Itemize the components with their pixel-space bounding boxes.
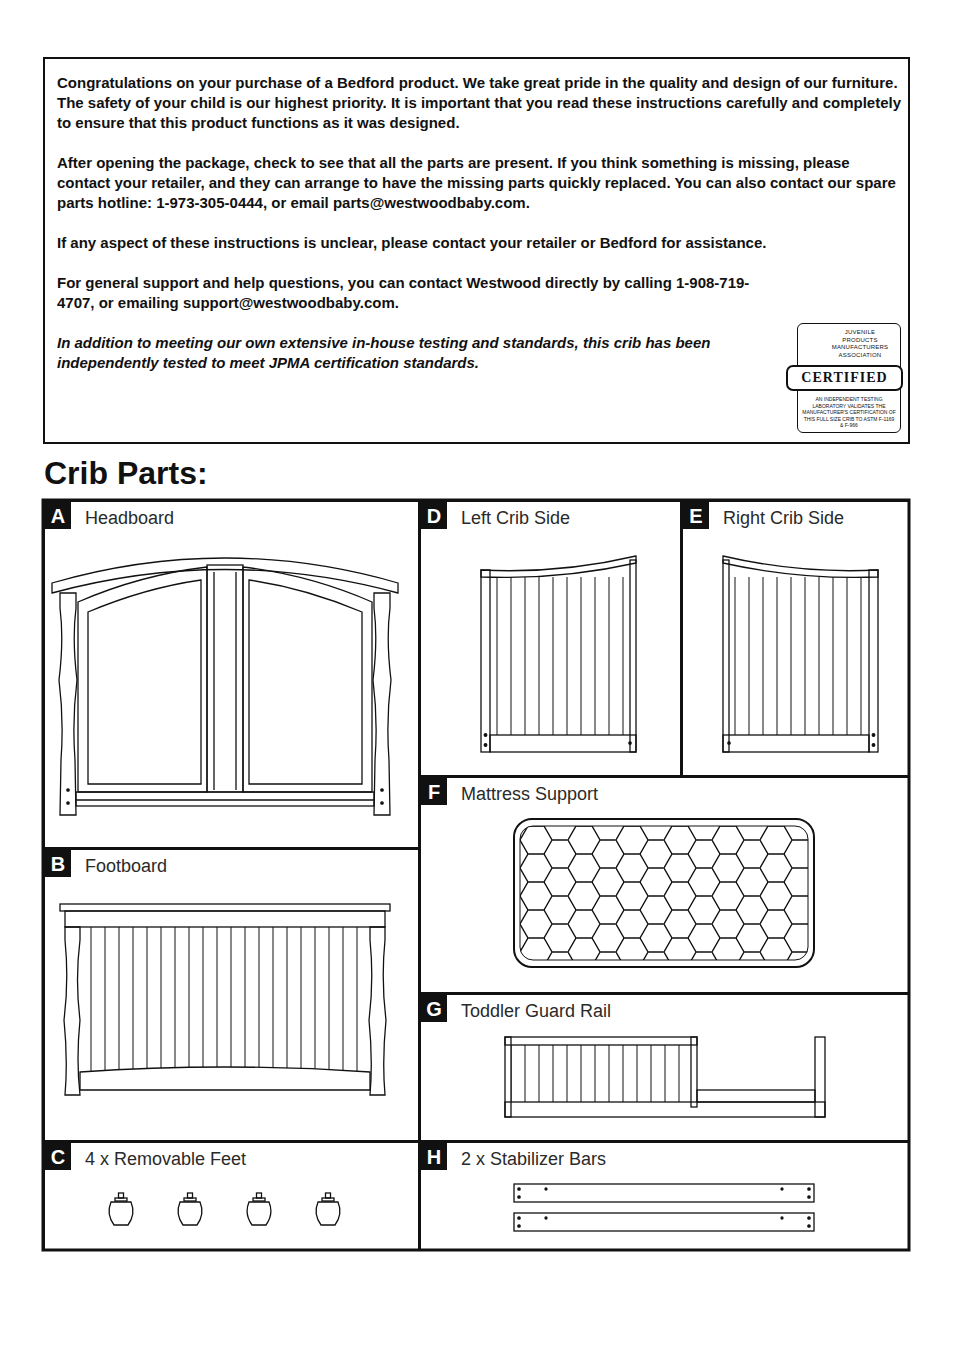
part-name: Left Crib Side <box>461 507 570 529</box>
part-panel: 2 x Stabilizer Bars H <box>419 1141 910 1251</box>
section-heading: Crib Parts: <box>44 453 208 493</box>
part-name: Mattress Support <box>461 783 598 805</box>
part-name: Footboard <box>85 855 167 877</box>
body-text: After opening the package, check to see … <box>57 153 907 213</box>
part-panel: Headboard A <box>43 500 420 849</box>
headboard-drawing <box>52 558 398 815</box>
body-text: JUVENILE PRODUCTS MANUFACTURERS ASSOCIAT… <box>830 329 890 359</box>
part-panel: Left Crib Side D <box>419 500 682 777</box>
certified-banner: CERTIFIED <box>786 365 903 391</box>
body-text: In addition to meeting our own extensive… <box>57 333 757 373</box>
part-letter-text: C <box>51 1146 65 1168</box>
part-letter-text: B <box>51 853 65 875</box>
toddler-rail-drawing <box>505 1037 825 1117</box>
part-letter: C <box>45 1143 71 1170</box>
body-text: CERTIFIED <box>801 370 887 386</box>
part-letter: F <box>421 778 447 805</box>
part-letter-text: A <box>51 505 65 527</box>
body-text: AN INDEPENDENT TESTING LABORATORY VALIDA… <box>802 396 896 429</box>
stabilizer-bars-drawing <box>514 1184 814 1231</box>
part-letter: G <box>421 995 447 1022</box>
mattress-support-drawing <box>514 819 814 967</box>
feet-drawing <box>109 1193 340 1225</box>
part-letter-text: E <box>689 505 702 527</box>
body-text: Congratulations on your purchase of a Be… <box>57 73 907 133</box>
part-letter-text: H <box>427 1146 441 1168</box>
part-name: Toddler Guard Rail <box>461 1000 611 1022</box>
part-letter-text: D <box>427 505 441 527</box>
body-text: For general support and help questions, … <box>57 273 757 313</box>
part-panel: Mattress Support F <box>419 776 910 994</box>
part-panel: Footboard B <box>43 848 420 1142</box>
footboard-drawing <box>60 904 390 1095</box>
body-text: If any aspect of these instructions is u… <box>57 233 907 253</box>
intro-box: Congratulations on your purchase of a Be… <box>43 57 910 444</box>
part-panel: Right Crib Side E <box>681 500 910 777</box>
left-side-drawing <box>481 556 636 752</box>
part-name: Headboard <box>85 507 174 529</box>
part-letter: E <box>683 502 709 529</box>
part-letter: H <box>421 1143 447 1170</box>
part-name: Right Crib Side <box>723 507 844 529</box>
right-side-drawing <box>723 556 878 752</box>
part-letter: D <box>421 502 447 529</box>
part-letter: B <box>45 850 71 877</box>
part-panel: Toddler Guard Rail G <box>419 993 910 1142</box>
part-name: 4 x Removable Feet <box>85 1148 246 1170</box>
jpma-badge: JUVENILE PRODUCTS MANUFACTURERS ASSOCIAT… <box>797 323 901 433</box>
part-name: 2 x Stabilizer Bars <box>461 1148 606 1170</box>
part-letter-text: G <box>426 998 442 1020</box>
part-letter-text: F <box>428 781 440 803</box>
part-letter: A <box>45 502 71 529</box>
part-panel: 4 x Removable Feet C <box>43 1141 420 1251</box>
